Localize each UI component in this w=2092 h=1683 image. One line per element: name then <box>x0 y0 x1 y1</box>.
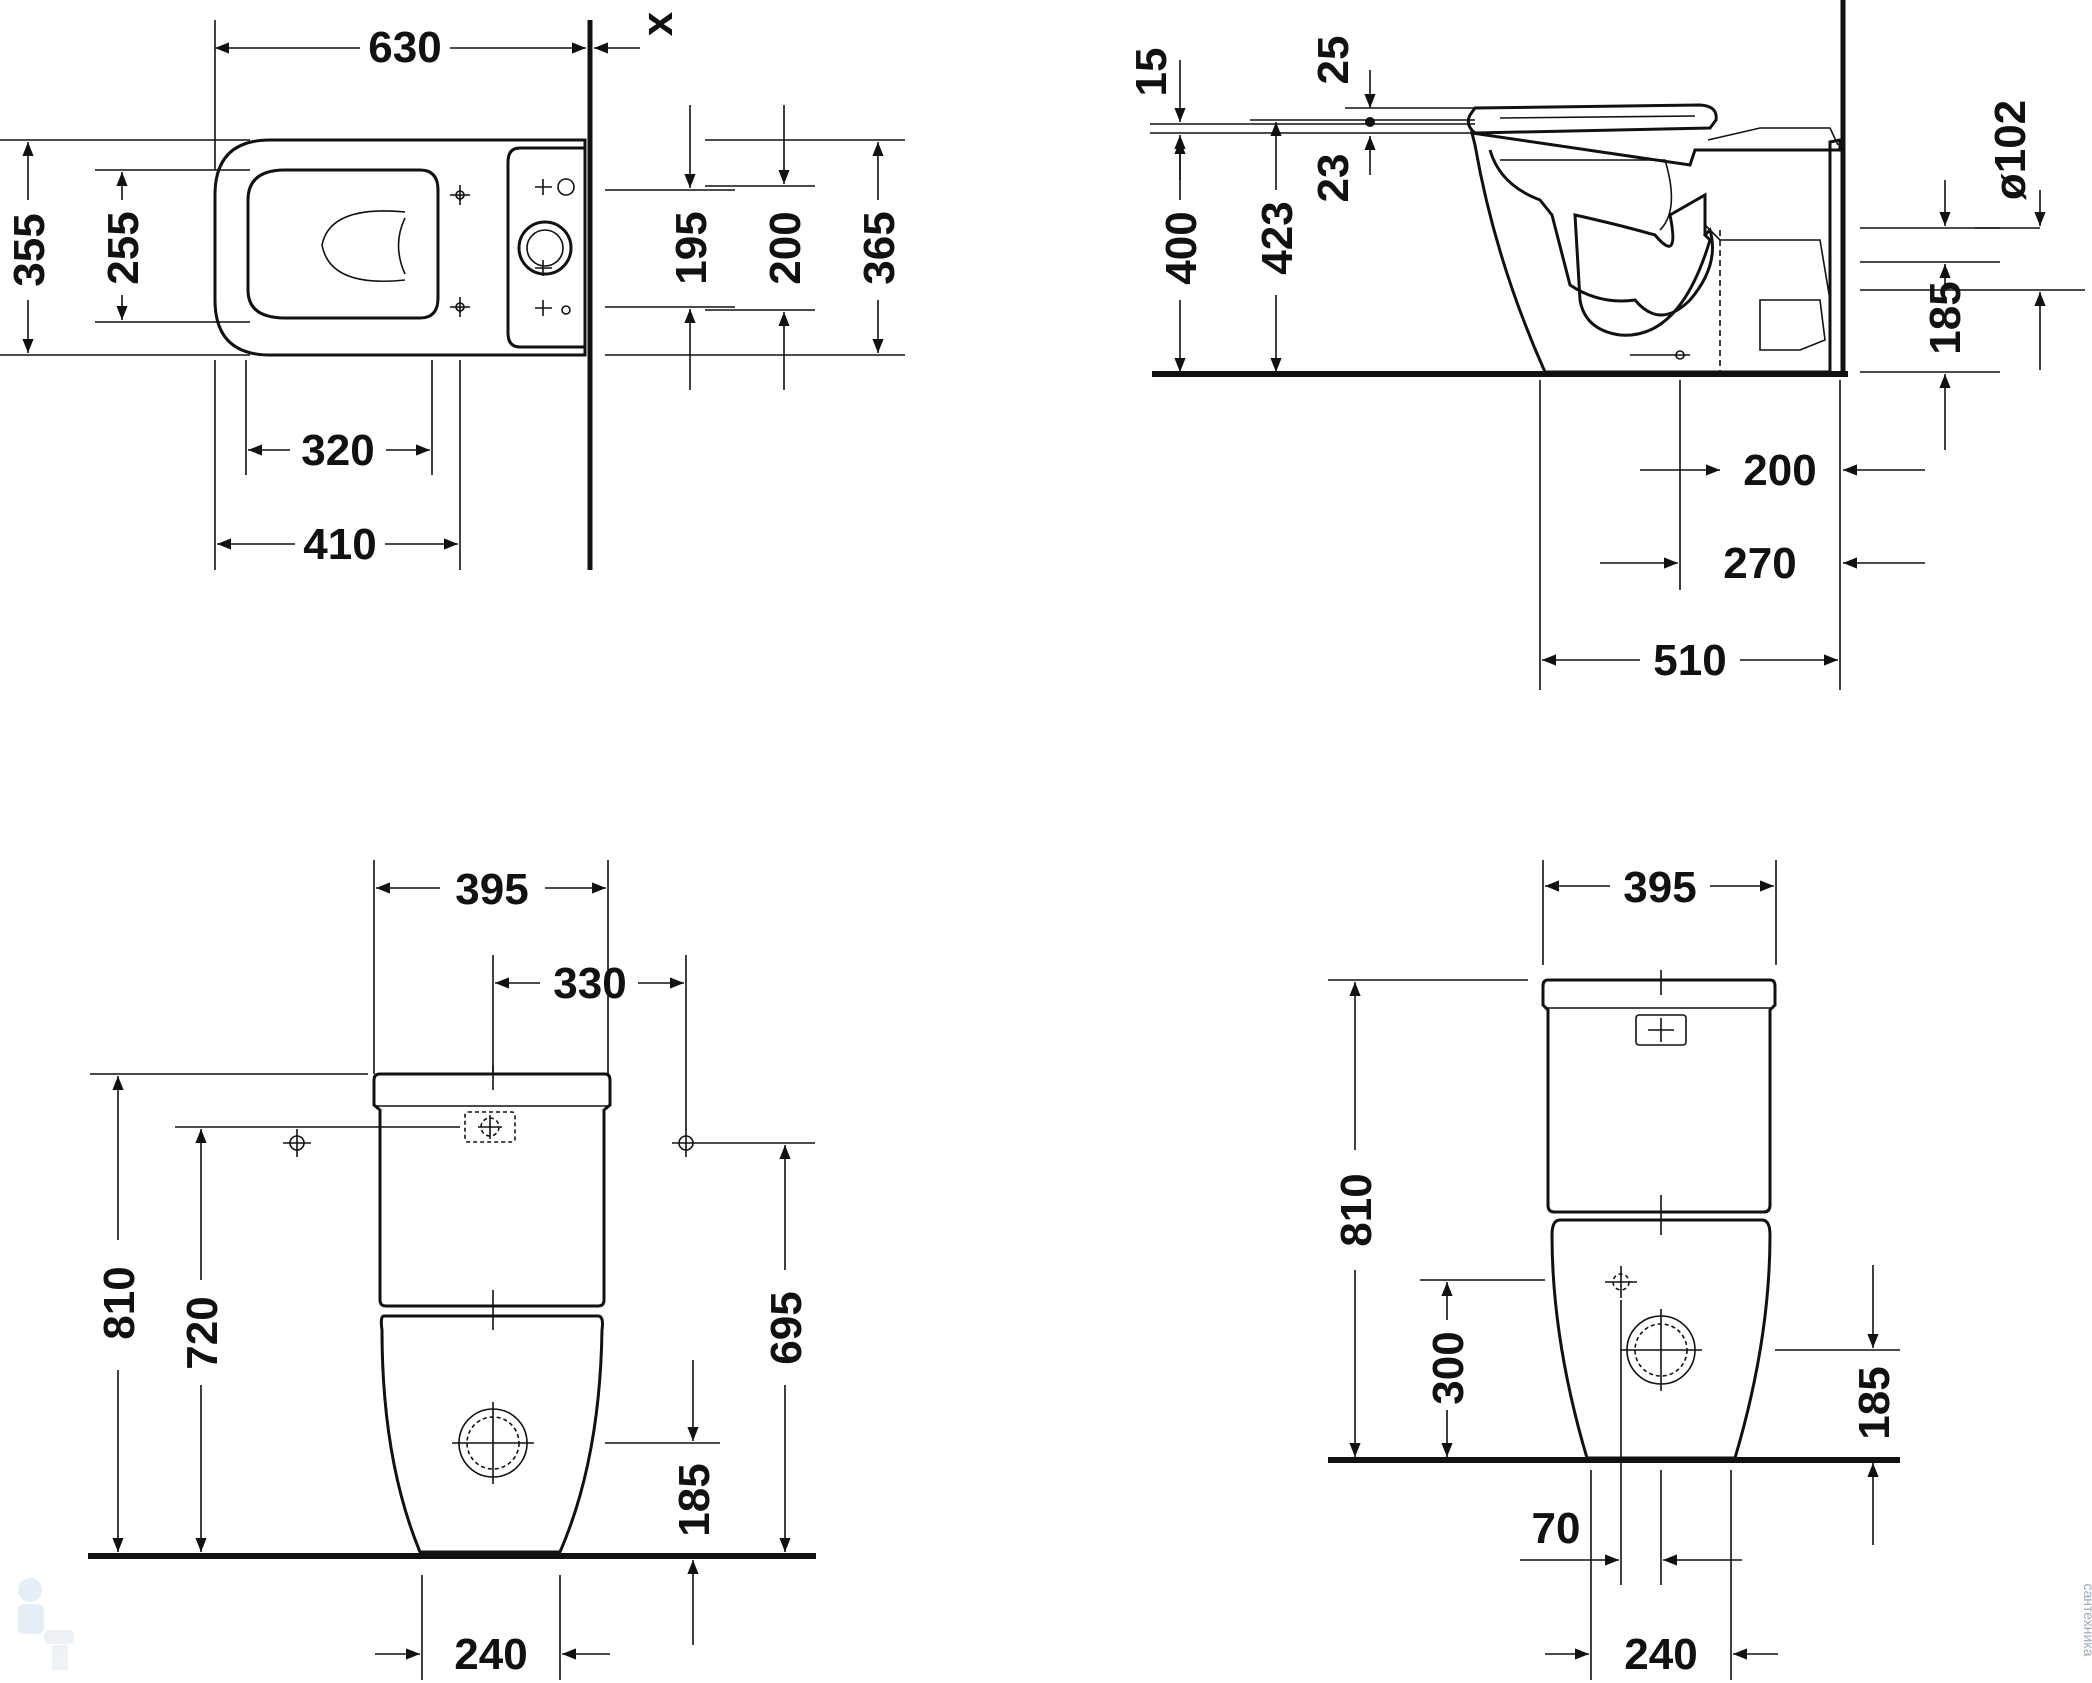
dim-630: 630 <box>368 23 441 72</box>
dim-240-front: 240 <box>454 1630 527 1679</box>
front-view: 395 330 810 720 695 185 240 <box>88 860 816 1680</box>
dim-270: 270 <box>1723 539 1796 588</box>
dim-200-side: 200 <box>1743 446 1816 495</box>
dim-510: 510 <box>1653 636 1726 685</box>
dim-70: 70 <box>1532 1504 1581 1553</box>
dim-185-front: 185 <box>670 1463 719 1536</box>
bowl-front <box>379 1314 604 1554</box>
outlet-plan-circle <box>517 220 573 276</box>
dim-200-top: 200 <box>761 211 810 284</box>
bowl-inner-plan <box>321 210 406 283</box>
top-view: 630 x 355 255 195 200 365 <box>0 11 905 570</box>
dim-195: 195 <box>667 211 716 284</box>
dim-395-rear: 395 <box>1623 863 1696 912</box>
fix-hole-top <box>557 178 575 196</box>
bowl-side-outline <box>1470 131 1842 374</box>
bowl-plan-outline <box>213 138 587 357</box>
rear-view: 395 810 300 185 70 240 <box>1328 860 1900 1680</box>
dim-695: 695 <box>762 1291 811 1364</box>
dim-240-rear: 240 <box>1624 1630 1697 1679</box>
tank-front <box>372 1072 612 1308</box>
dim-330: 330 <box>553 959 626 1008</box>
dim-23: 23 <box>1309 154 1358 203</box>
dim-15: 15 <box>1127 48 1176 97</box>
bowl-inner-plan-2 <box>397 217 406 275</box>
side-view: 15 25 23 400 423 ø102 185 <box>1127 0 2085 690</box>
dim-355: 355 <box>5 213 54 286</box>
dim-720: 720 <box>178 1296 227 1369</box>
watermark-logo <box>18 1578 74 1670</box>
dim-185-side: 185 <box>1921 281 1970 354</box>
dim-300: 300 <box>1424 1331 1473 1404</box>
dim-810-front: 810 <box>95 1266 144 1339</box>
watermark-text: сантехника <box>2081 1583 2092 1656</box>
dim-423: 423 <box>1253 201 1302 274</box>
tank-plan-outline <box>506 146 585 349</box>
dim-395-front: 395 <box>455 865 528 914</box>
dim-410: 410 <box>303 520 376 569</box>
dim-810-rear: 810 <box>1332 1173 1381 1246</box>
outlet-plan-inner <box>526 229 564 267</box>
tank-rear <box>1541 978 1777 1214</box>
dim-365: 365 <box>855 211 904 284</box>
dim-400: 400 <box>1157 211 1206 284</box>
bowl-trap-side <box>1488 149 1714 337</box>
dim-outlet-diameter: ø102 <box>1986 100 2035 200</box>
dim-255: 255 <box>99 211 148 284</box>
seat-plan-opening <box>246 168 440 320</box>
seat-side <box>1466 103 1718 135</box>
dim-x: x <box>633 11 682 36</box>
dim-25: 25 <box>1309 36 1358 85</box>
dim-320: 320 <box>301 426 374 475</box>
dim-185-rear: 185 <box>1850 1366 1899 1439</box>
fix-hole-bottom <box>561 305 571 315</box>
